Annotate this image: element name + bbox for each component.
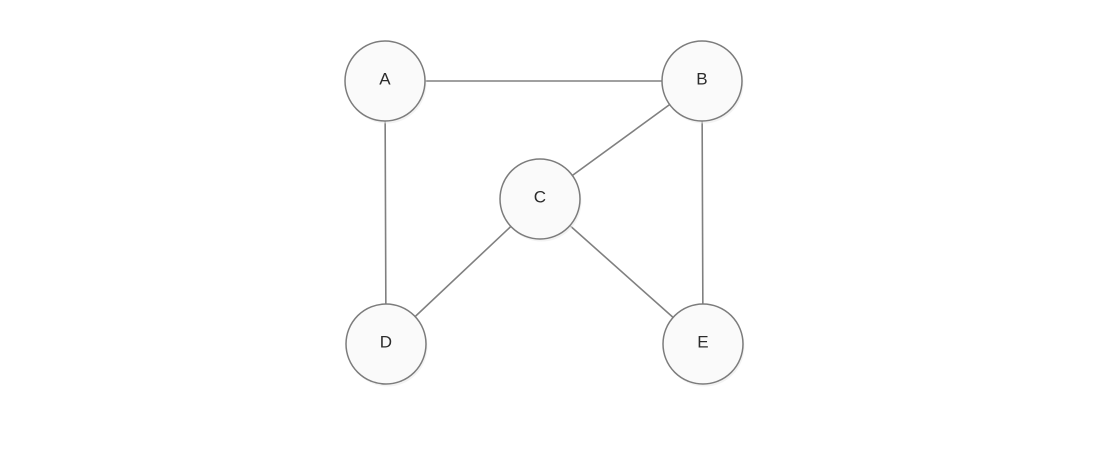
node-circle-a[interactable] xyxy=(344,40,426,122)
node-circle-c[interactable] xyxy=(499,158,581,240)
node-label-b: B xyxy=(696,69,708,88)
graph-edge-b-e xyxy=(701,80,704,345)
node-circle-e[interactable] xyxy=(662,303,744,385)
graph-edge-a-d xyxy=(384,80,387,345)
node-label-d: D xyxy=(380,332,392,351)
graph-node-e[interactable]: E xyxy=(662,303,745,387)
node-label-e: E xyxy=(697,332,709,351)
node-circle-d[interactable] xyxy=(345,303,427,385)
graph-node-b[interactable]: B xyxy=(661,40,744,124)
graph-node-a[interactable]: A xyxy=(344,40,427,124)
node-label-c: C xyxy=(534,187,546,206)
node-label-a: A xyxy=(379,69,391,88)
graph-node-d[interactable]: D xyxy=(345,303,428,387)
nodes-layer: A B C D E xyxy=(344,40,745,387)
node-circle-b[interactable] xyxy=(661,40,743,122)
graph-node-c[interactable]: C xyxy=(499,158,582,242)
